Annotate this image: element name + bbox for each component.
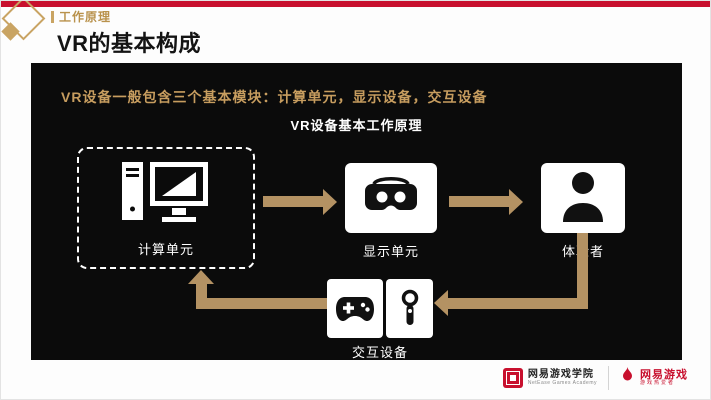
content-panel: VR设备一般包含三个基本模块：计算单元，显示设备，交互设备 VR设备基本工作原理… xyxy=(31,63,682,360)
flow-arrow-display-to-user xyxy=(449,196,509,207)
display-unit-label: 显示单元 xyxy=(362,244,419,259)
flow-arrow-user-to-interaction xyxy=(448,298,588,309)
node-interaction-devices xyxy=(327,279,433,338)
flow-arrowhead-up-icon xyxy=(188,270,214,284)
node-compute-unit: 计算单元 xyxy=(77,147,255,269)
footer-logos: 网易游戏学院 NetEase Games Academy 网易游戏 游戏热爱者 xyxy=(502,366,688,390)
brand-logo: 网易游戏 游戏热爱者 xyxy=(620,366,688,390)
flow-arrowhead-left-icon xyxy=(434,290,448,316)
brand-subtitle: 游戏热爱者 xyxy=(640,380,676,387)
flow-arrow-interaction-to-compute xyxy=(201,298,327,309)
node-experiencer xyxy=(541,163,625,233)
academy-subtitle: NetEase Games Academy xyxy=(527,379,597,386)
eyebrow-accent-bar xyxy=(51,11,54,23)
interaction-devices-label: 交互设备 xyxy=(351,345,408,360)
academy-seal-icon xyxy=(502,368,523,388)
flow-arrowhead-right-icon xyxy=(323,189,337,215)
section-eyebrow: 工作原理 xyxy=(59,10,112,24)
flame-icon xyxy=(620,366,635,390)
person-icon xyxy=(560,170,606,227)
node-display-unit xyxy=(345,163,437,233)
academy-logo: 网易游戏学院 NetEase Games Academy xyxy=(502,368,597,388)
vr-controller-icon xyxy=(386,279,433,338)
gamepad-icon xyxy=(327,279,383,338)
footer-divider xyxy=(608,366,609,390)
academy-name: 网易游戏学院 xyxy=(527,369,594,381)
intro-text: VR设备一般包含三个基本模块：计算单元，显示设备，交互设备 xyxy=(61,89,488,105)
page-title: VR的基本构成 xyxy=(57,31,202,56)
brand-name: 网易游戏 xyxy=(640,368,688,381)
flow-arrow-compute-up xyxy=(196,284,207,309)
flow-arrowhead-right-icon xyxy=(509,189,523,215)
flow-arrow-compute-to-display xyxy=(263,196,323,207)
vr-headset-icon xyxy=(362,176,420,221)
top-red-bar xyxy=(1,1,710,7)
compute-unit-label: 计算单元 xyxy=(137,242,194,257)
flow-arrow-user-down xyxy=(577,233,588,309)
diagram-title: VR设备基本工作原理 xyxy=(290,118,423,133)
desktop-computer-icon xyxy=(122,162,210,229)
